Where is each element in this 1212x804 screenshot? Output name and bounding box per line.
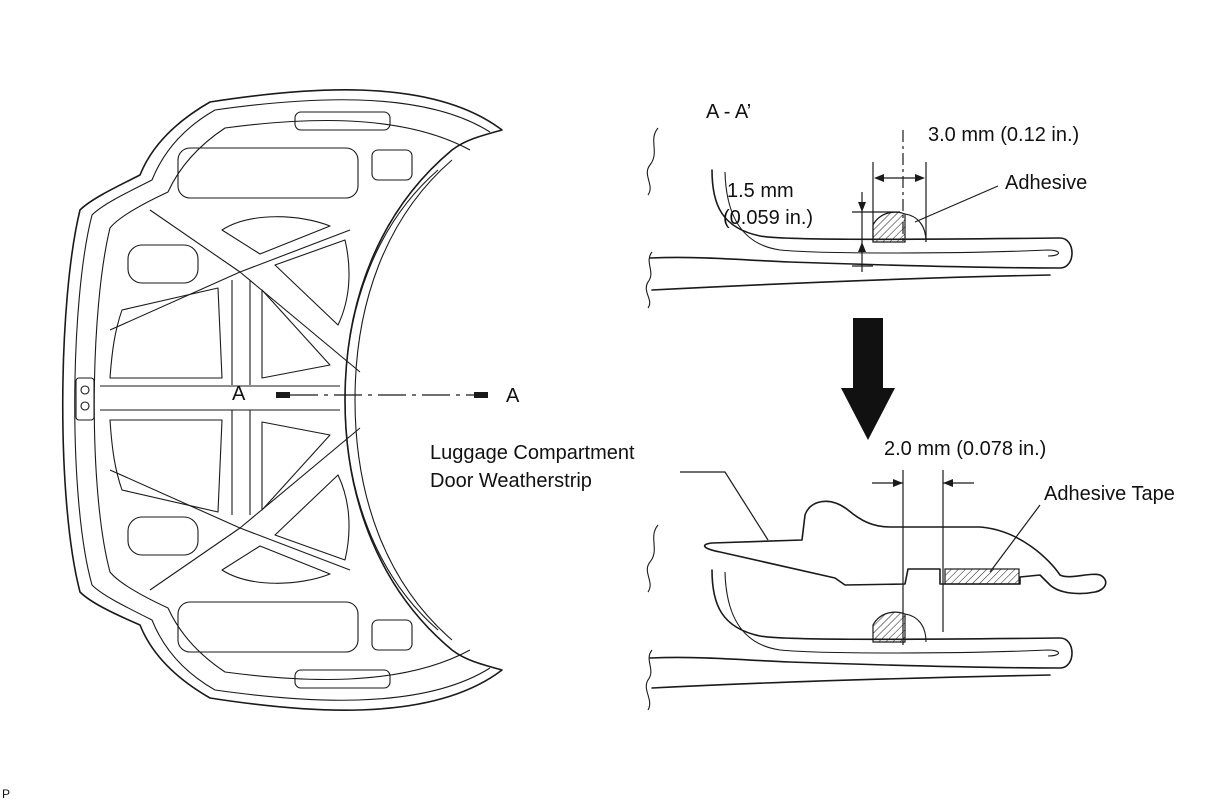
adhesive-label: Adhesive [1005,172,1087,194]
luggage-door-panel [61,89,503,711]
dim-top-width-label: 3.0 mm (0.12 in.) [928,124,1079,146]
adhesive-tape-label: Adhesive Tape [1044,483,1175,505]
weatherstrip-label-2: Door Weatherstrip [430,470,592,492]
dim-height-label-2: (0.059 in.) [723,207,813,229]
corner-mark: P [2,787,10,801]
dim-height-label-1: 1.5 mm [727,180,794,202]
section-marker-a-end: A [506,385,520,407]
section-marker-a: A [232,383,246,405]
section-after [645,500,1107,711]
weatherstrip-label-1: Luggage Compartment [430,442,635,464]
section-title: A - A’ [706,101,751,123]
section-line [276,392,488,398]
adhesive-leader [914,185,999,223]
down-arrow-icon [841,318,895,440]
adhesive-tape-leader [989,504,1041,573]
dim-bottom-width-label: 2.0 mm (0.078 in.) [884,438,1046,460]
dim-top-width [872,130,927,242]
weatherstrip-leader [680,471,769,541]
dim-height [852,192,900,272]
section-before [645,127,1073,309]
